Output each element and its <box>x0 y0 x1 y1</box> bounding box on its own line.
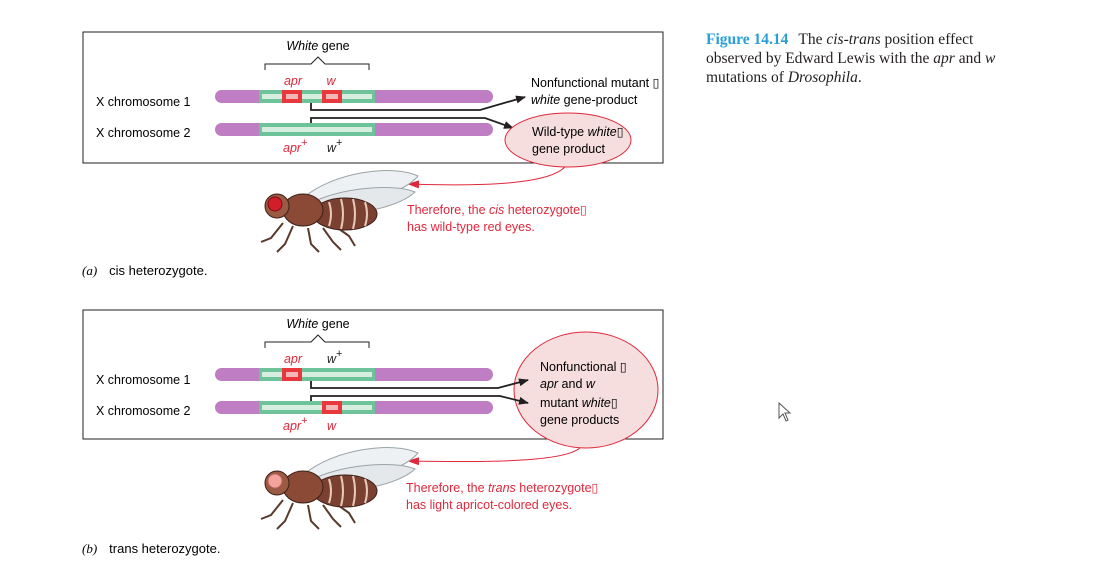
wildtype-product-ellipse <box>504 112 632 168</box>
result-a-line2: has wild-type red eyes. <box>407 220 535 234</box>
apr-label: apr <box>284 74 303 88</box>
result-b-line2: has light apricot-colored eyes. <box>406 498 572 512</box>
caption-text: cis-trans <box>826 31 881 48</box>
nonfunctional-product-line1: Nonfunctional mutant ▯ <box>531 76 659 90</box>
w-label: w <box>326 74 336 88</box>
x-chromosome-2-label: X chromosome 2 <box>96 404 191 418</box>
x-chromosome-2 <box>215 123 493 136</box>
mutant-product-arrow <box>310 95 526 111</box>
x-chromosome-2-label: X chromosome 2 <box>96 126 191 140</box>
mutant-products-line1: Nonfunctional ▯ <box>540 360 627 374</box>
caption-text: . <box>857 69 862 86</box>
caption-text: apr <box>933 50 955 67</box>
product-arrow-1 <box>310 378 529 389</box>
result-arrow <box>407 447 581 466</box>
panel-a-label: (a)cis heterozygote. <box>82 263 207 278</box>
x-chromosome-1-label: X chromosome 1 <box>96 95 191 109</box>
figure-number: Figure 14.14 <box>706 31 789 48</box>
caption-text: w <box>984 50 996 67</box>
nonfunctional-product-line2: white gene-product <box>531 93 638 107</box>
white-gene-label: White gene <box>286 39 349 53</box>
apr-plus-label: apr+ <box>283 415 308 433</box>
fly-apricot-eyes <box>260 446 419 530</box>
caption-text: mutations of <box>706 69 788 86</box>
caption-text: and <box>954 50 985 67</box>
apr-label: apr <box>284 352 303 366</box>
mutant-products-ellipse <box>513 331 659 449</box>
product-arrow-2 <box>310 395 529 405</box>
apr-plus-label: apr+ <box>283 137 308 155</box>
red-eye-icon <box>267 196 283 212</box>
panel-b-label: (b)trans heterozygote. <box>82 541 220 556</box>
result-b-line1: Therefore, the trans heterozygote▯ <box>406 481 598 495</box>
panel-b: White gene X chromosome 1 X chromosome 2… <box>82 309 664 556</box>
mutant-products-line2: apr and w <box>540 377 596 391</box>
wildtype-product-line1: Wild-type white▯ <box>532 125 624 139</box>
x-chromosome-2 <box>215 401 493 414</box>
mutant-products-line4: gene products <box>540 413 619 427</box>
caption-text: position effect observed by Edward Lewis… <box>706 31 974 67</box>
result-a-line1: Therefore, the cis heterozygote▯ <box>407 203 587 217</box>
figure-caption: Figure 14.14 The cis-trans position effec… <box>706 30 1006 87</box>
result-arrow <box>407 166 566 189</box>
caption-text: The <box>798 31 827 48</box>
gene-bracket <box>264 334 370 348</box>
fly-red-eyes <box>260 169 419 253</box>
gene-bracket <box>264 56 370 70</box>
mouse-pointer-icon <box>778 402 792 422</box>
x-chromosome-1 <box>215 90 493 103</box>
apricot-eye-icon <box>267 473 283 489</box>
panel-a: White gene X chromosome 1 X chromosome 2… <box>82 31 664 278</box>
panel-b-frame <box>82 309 664 440</box>
white-gene-label: White gene <box>286 317 349 331</box>
w-plus-label: w+ <box>327 348 342 366</box>
w-plus-label: w+ <box>327 137 342 155</box>
panel-a-frame <box>82 31 664 164</box>
wildtype-product-line2: gene product <box>532 142 606 156</box>
caption-text: Drosophila <box>787 69 858 86</box>
x-chromosome-1 <box>215 368 493 381</box>
wildtype-product-arrow <box>310 117 514 129</box>
w-label: w <box>327 419 337 433</box>
mutant-products-line3: mutant white▯ <box>540 396 618 410</box>
x-chromosome-1-label: X chromosome 1 <box>96 373 191 387</box>
